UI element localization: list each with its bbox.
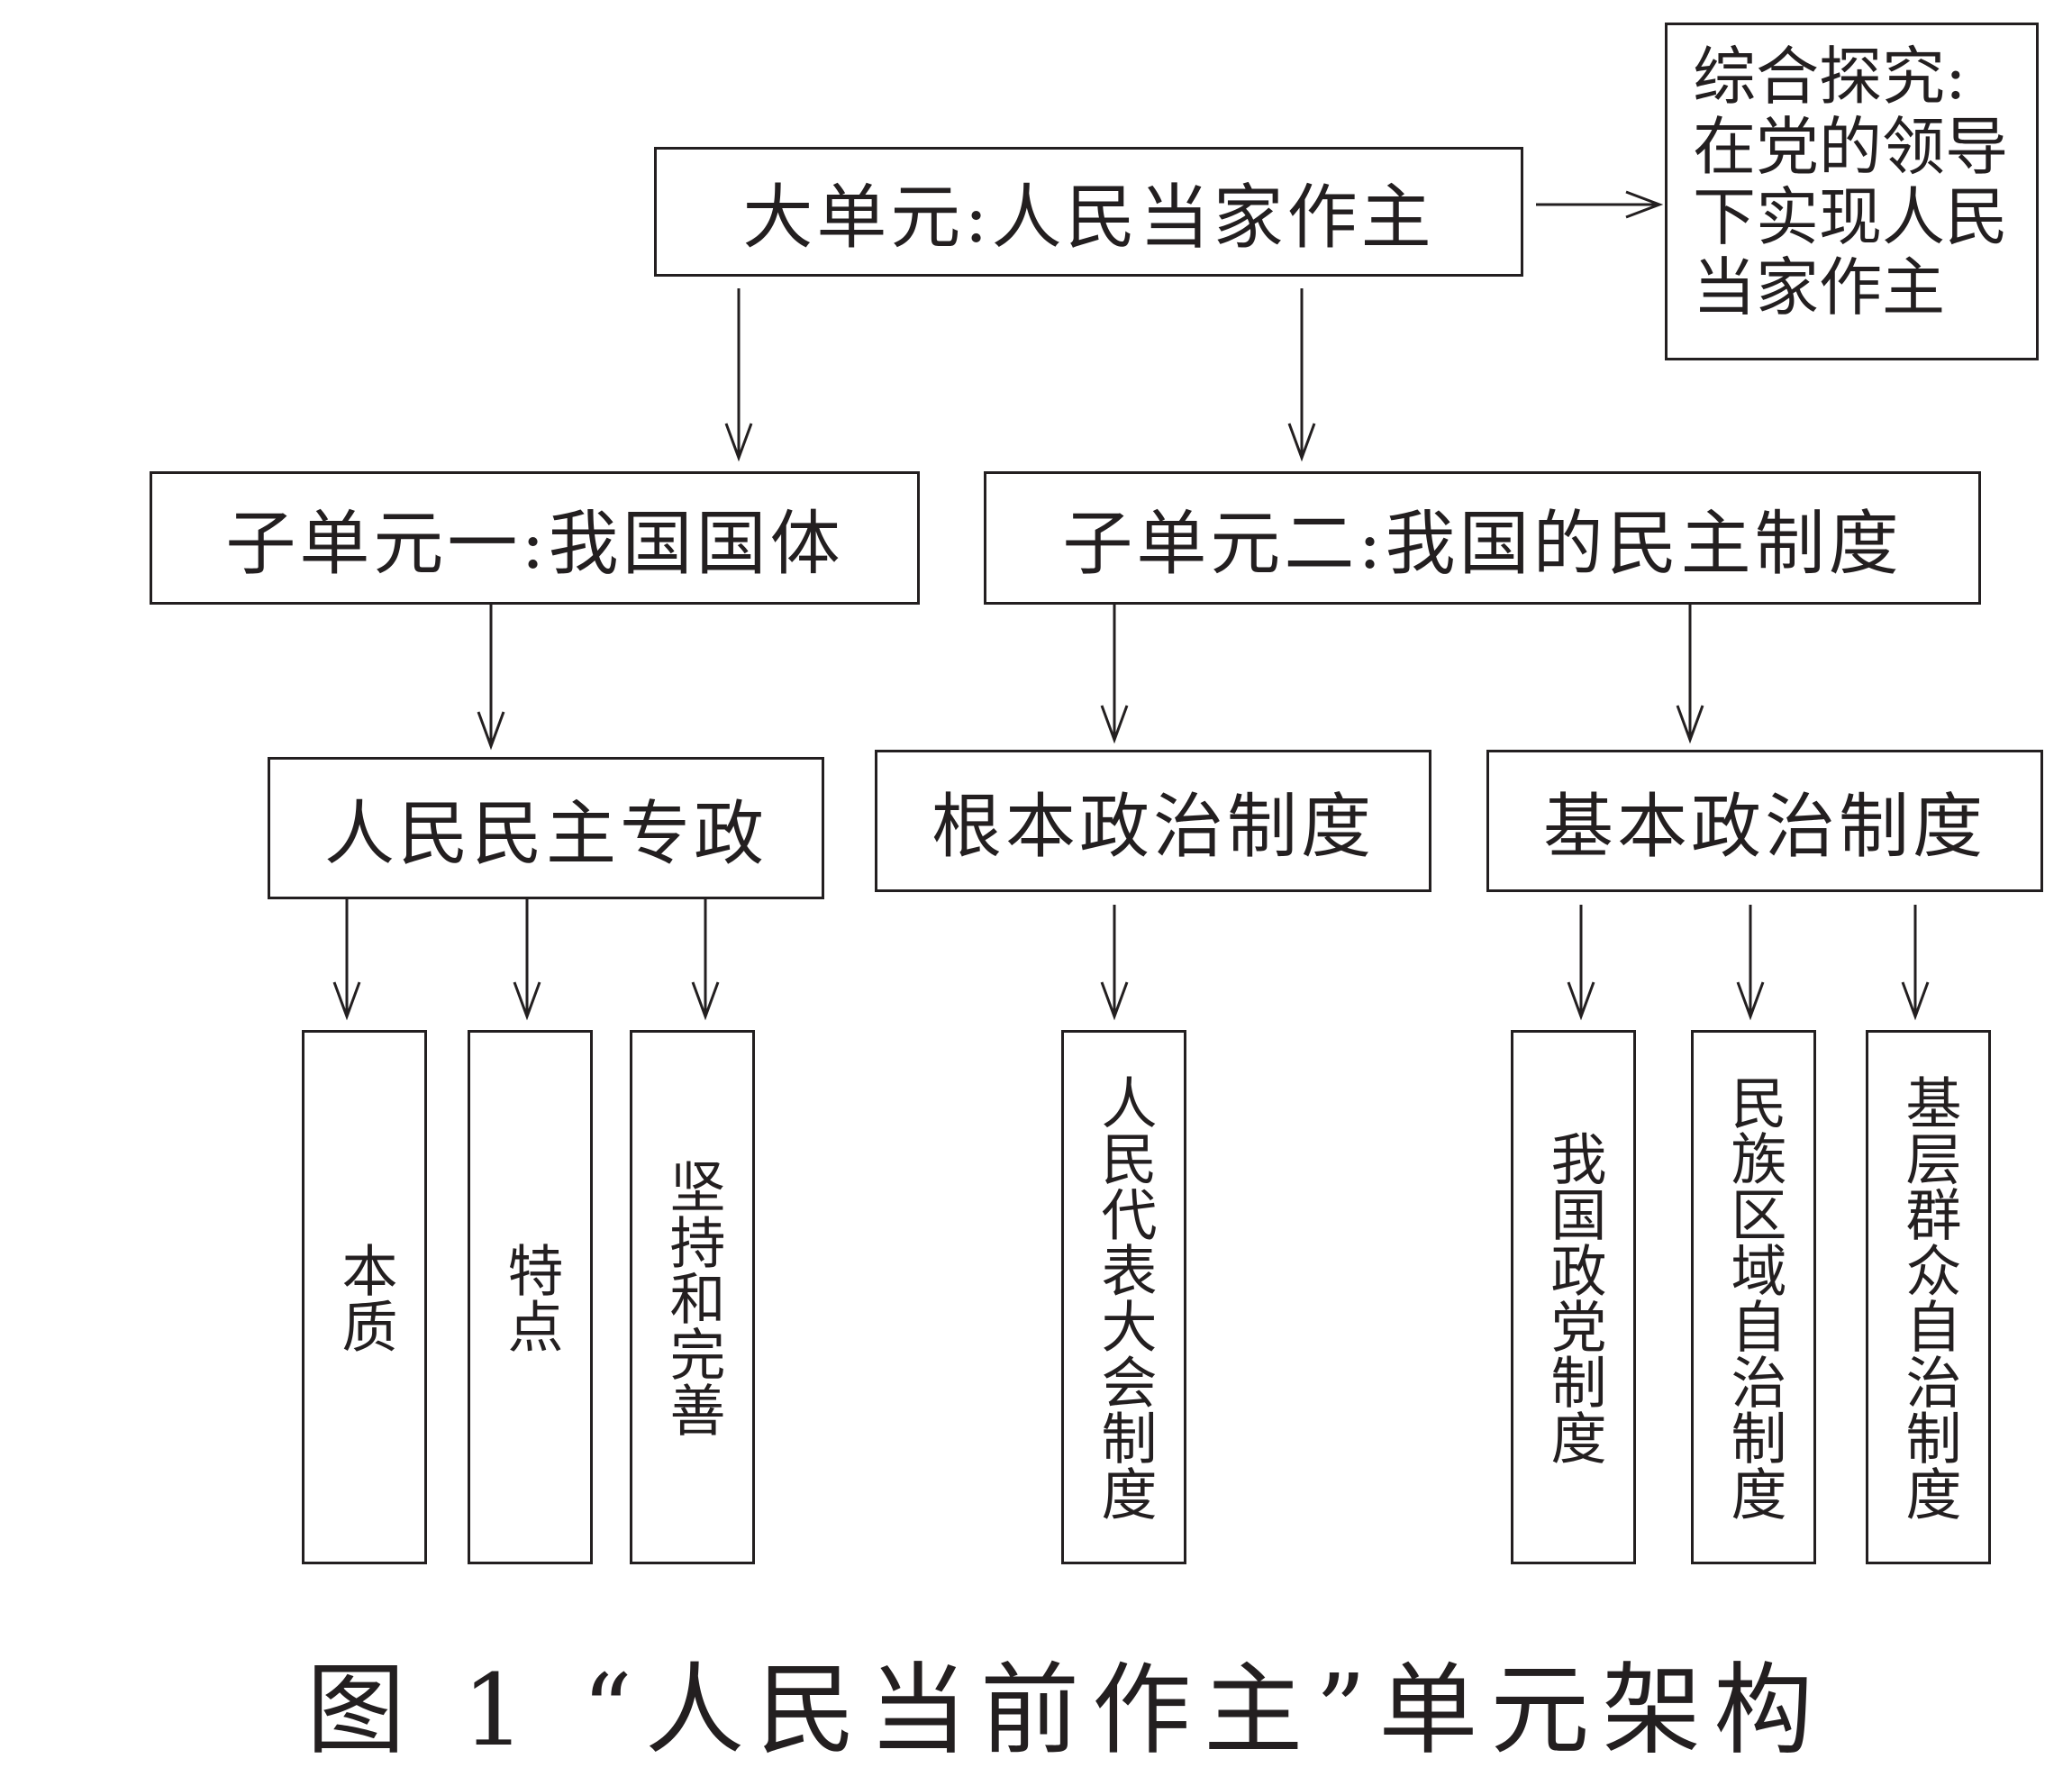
- leaf-6-label: 民族区域自治制度: [1721, 1073, 1787, 1521]
- topic-1-label: 人民民主专政: [323, 794, 768, 875]
- sub-unit-1-box: 子单元一:我国国体: [150, 471, 920, 605]
- leaf-essence-box: 本质: [302, 1030, 427, 1564]
- sub-unit-1-label: 子单元一:我国国体: [225, 504, 844, 585]
- leaf-2-label: 特点: [497, 1241, 564, 1353]
- sub-unit-2-label: 子单元二:我国的民主制度: [1062, 504, 1903, 585]
- leaf-ethnic-autonomy-box: 民族区域自治制度: [1691, 1030, 1816, 1564]
- leaf-1-label: 本质: [332, 1241, 398, 1353]
- leaf-npc-system-box: 人民代表大会制度: [1061, 1030, 1186, 1564]
- leaf-5-label: 我国政党制度: [1540, 1129, 1607, 1465]
- topic-basic-political-system-box: 基本政治制度: [1486, 750, 2043, 892]
- leaf-3-label: 坚持和完善: [659, 1157, 726, 1437]
- leaf-features-box: 特点: [468, 1030, 593, 1564]
- leaf-4-label: 人民代表大会制度: [1091, 1073, 1158, 1521]
- exploration-label: 综合探究:在党的领导下实现人民当家作主: [1693, 40, 2008, 324]
- root-unit-label: 大单元:人民当家作主: [742, 178, 1435, 259]
- topic-fundamental-political-system-box: 根本政治制度: [875, 750, 1431, 892]
- leaf-party-system-box: 我国政党制度: [1511, 1030, 1636, 1564]
- exploration-box: 综合探究:在党的领导下实现人民当家作主: [1665, 23, 2039, 360]
- root-unit-box: 大单元:人民当家作主: [654, 147, 1523, 277]
- figure-caption: 图 1 “人民当前作主”单元架构: [306, 1653, 1826, 1768]
- leaf-7-label: 基层群众自治制度: [1895, 1073, 1962, 1521]
- topic-3-label: 基本政治制度: [1542, 787, 1986, 868]
- topic-2-label: 根本政治制度: [931, 787, 1375, 868]
- arrowhead-root-to-exploration: [1625, 190, 1664, 219]
- sub-unit-2-box: 子单元二:我国的民主制度: [984, 471, 1981, 605]
- leaf-uphold-improve-box: 坚持和完善: [630, 1030, 755, 1564]
- topic-people-democratic-dictatorship-box: 人民民主专政: [268, 757, 824, 899]
- leaf-community-autonomy-box: 基层群众自治制度: [1866, 1030, 1991, 1564]
